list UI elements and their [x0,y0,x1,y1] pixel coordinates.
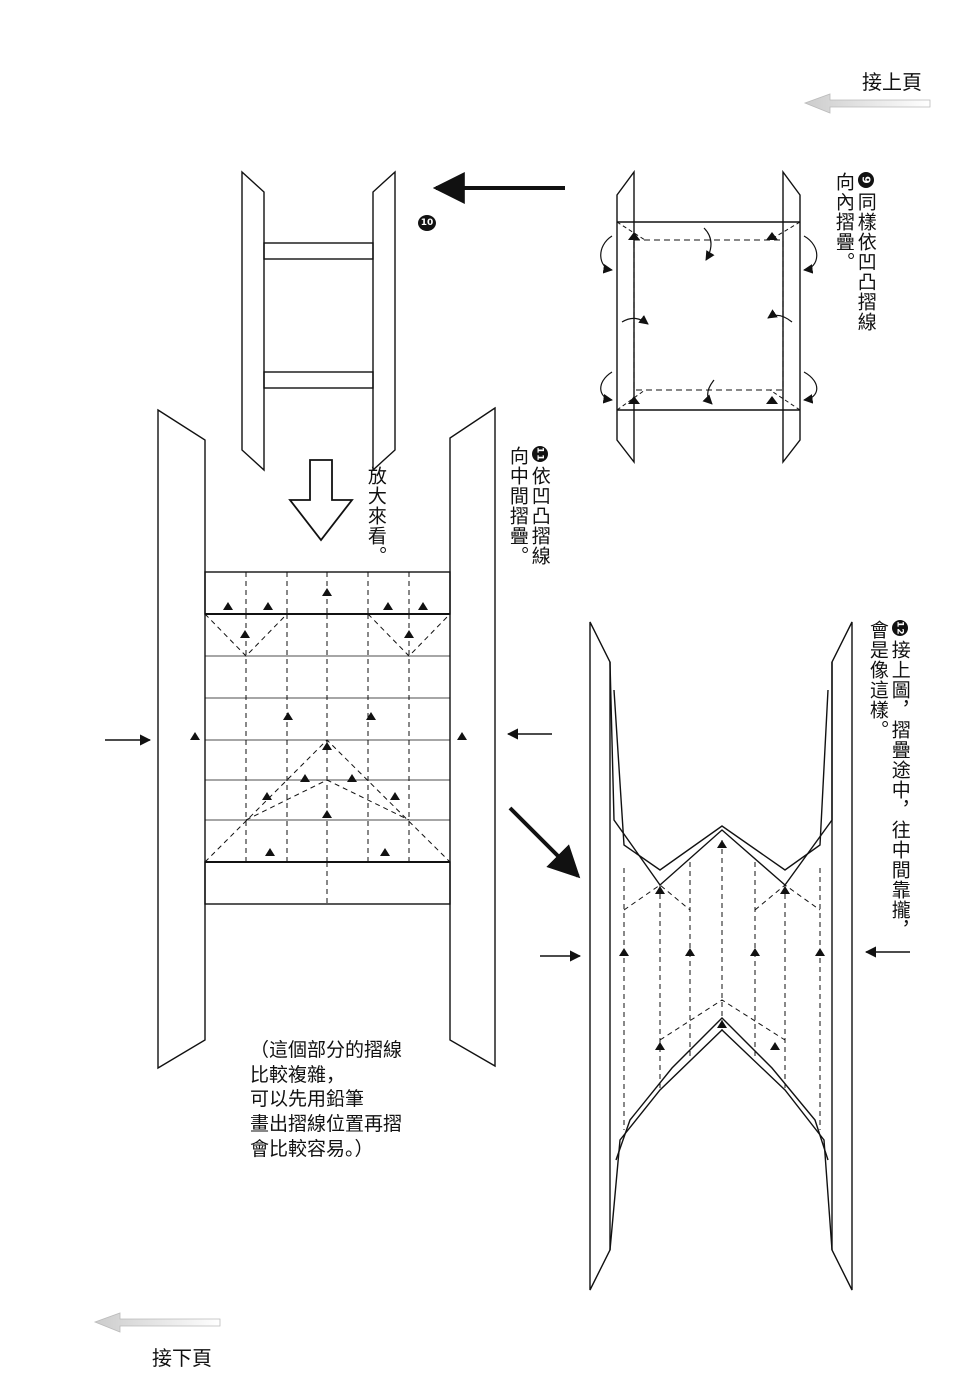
step-11-badge: 11 [531,446,548,462]
pencil-note: （這個部分的摺線 比較複雜， 可以先用鉛筆 畫出摺線位置再摺 會比較容易。） [250,1038,402,1161]
prev-page-label: 接上頁 [862,70,922,94]
note-line-3: 可以先用鉛筆 [250,1088,365,1111]
zoom-down-arrow-icon [288,459,354,542]
prev-page-arrow-icon [803,93,931,114]
note-line-2: 比較複雜， [250,1063,346,1086]
step-9-line-2: 向內摺疊。 [832,172,855,272]
next-page-label: 接下頁 [152,1346,212,1370]
zoom-label: 放大來看。 [364,466,387,566]
step-9-figure [600,169,818,465]
step-12-line-1: 接上圖，摺疊途中，往中間靠攏， [888,640,911,940]
step-arrow-11-to-12 [508,806,581,879]
next-page-arrow-icon [93,1312,221,1333]
step-12-badge: 12 [891,620,908,636]
step-11-line-2: 向中間摺疊。 [506,446,529,566]
step-12-figure [589,621,853,1291]
note-line-5: 會比較容易。） [250,1137,374,1160]
step-11-instruction: 11 依凹凸摺線向中間摺疊。 [506,446,551,606]
step-9-badge: 9 [857,172,874,188]
step-9-instruction: 9 同樣依凹凸摺線向內摺疊。 [832,172,877,372]
step-10-badge: 10 [418,215,436,235]
step-12-instruction: 12 接上圖，摺疊途中，往中間靠攏，會是像這樣。 [866,620,911,940]
note-line-1: （這個部分的摺線 [250,1039,403,1061]
step-9-line-1: 同樣依凹凸摺線 [854,192,877,332]
step-10-figure [241,170,396,472]
step-11-figure [157,406,496,1070]
step-11-line-1: 依凹凸摺線 [528,466,551,566]
step-12-line-2: 會是像這樣。 [866,620,889,740]
note-line-4: 畫出摺線位置再摺 [250,1113,403,1136]
